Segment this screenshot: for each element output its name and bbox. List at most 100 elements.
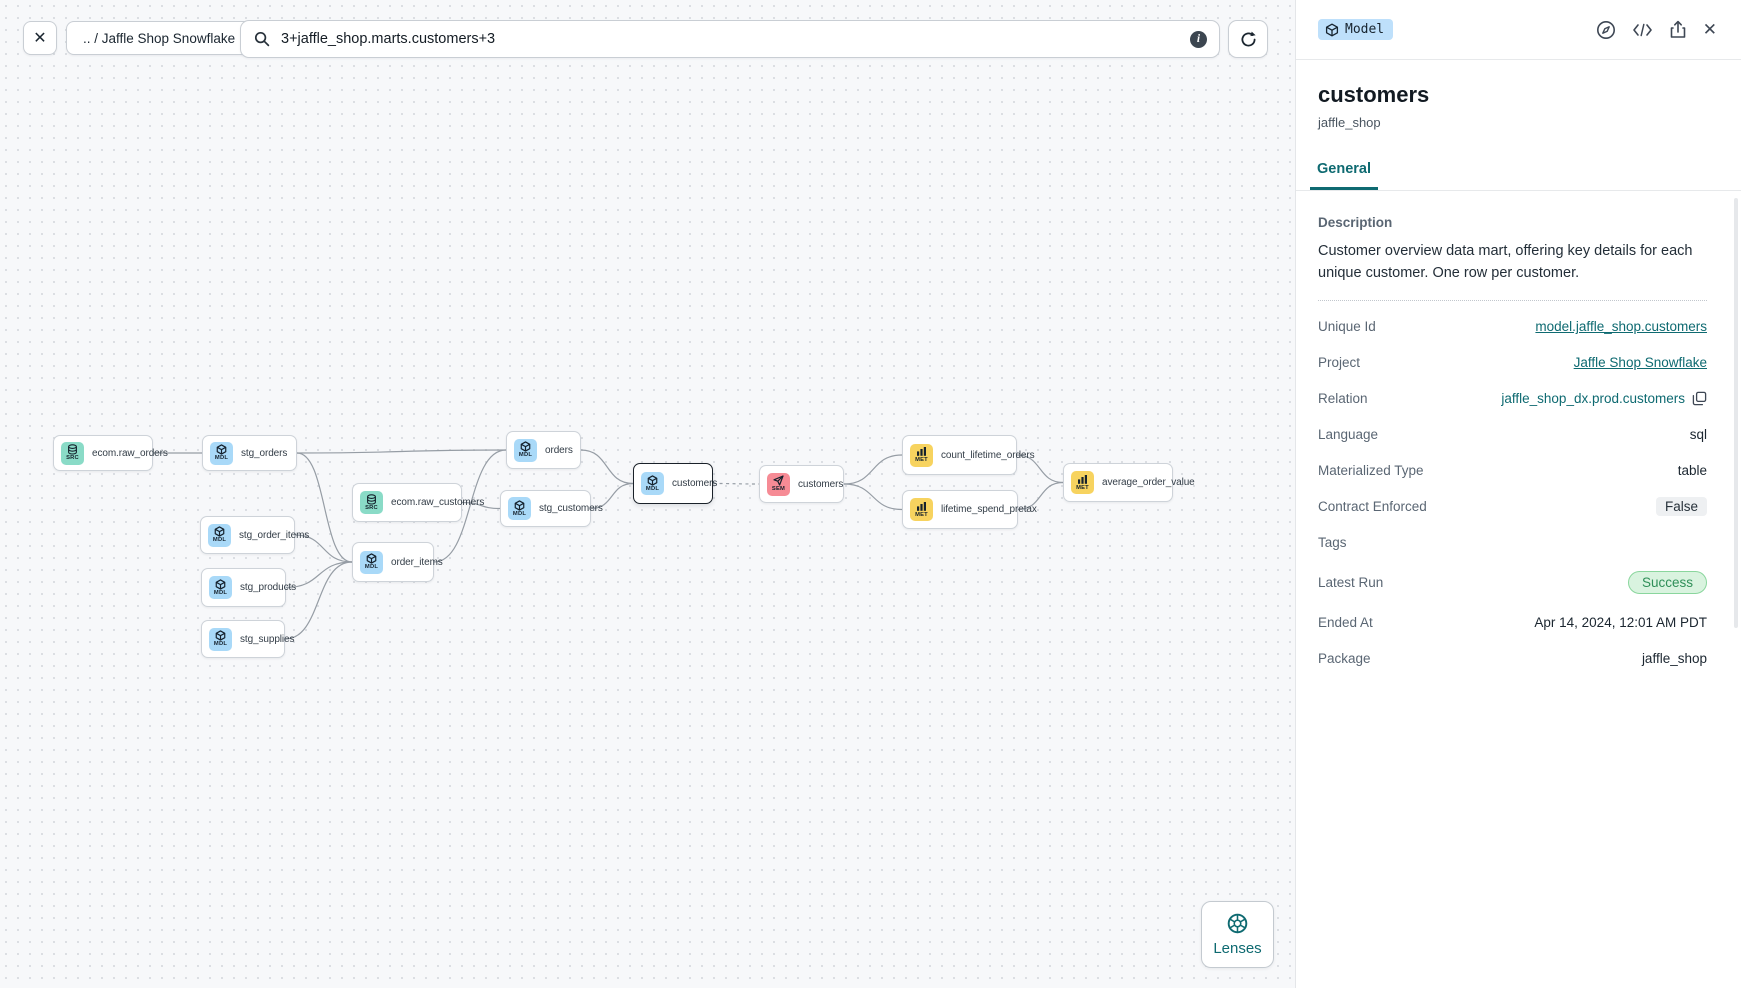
tab-general[interactable]: General [1310, 161, 1378, 190]
mdl-node-icon: MDL [508, 497, 531, 520]
divider [1318, 299, 1707, 301]
field-value: Success [1627, 571, 1707, 595]
field-label: Package [1318, 651, 1371, 667]
field-row-relation: Relation jaffle_shop_dx.prod.customers [1318, 381, 1707, 417]
dag-edge-stg_supplies-order_items [284, 561, 353, 640]
lenses-label: Lenses [1213, 940, 1262, 957]
mdl-node-icon: MDL [208, 523, 231, 547]
field-row-package: Package jaffle_shop [1318, 641, 1707, 677]
src-node-icon: SRC [360, 491, 383, 514]
resource-type-badge: Model [1318, 19, 1394, 40]
dag-node-stg_customers[interactable]: MDL stg_customers [500, 490, 603, 527]
field-row-unique-id: Unique Id model.jaffle_shop.customers [1318, 309, 1707, 345]
search-input[interactable] [279, 30, 1190, 48]
field-value: jaffle_shop [1641, 651, 1707, 667]
field-label: Language [1318, 427, 1379, 443]
field-row-contract-enforced: Contract Enforced False [1318, 489, 1707, 525]
field-row-ended-at: Ended At Apr 14, 2024, 12:01 AM PDT [1318, 605, 1707, 641]
dag-node-sem_customers[interactable]: SEM customers [759, 465, 844, 503]
dag-edge-lifetime_spend_pretax-average_order_value [1017, 481, 1064, 511]
dag-edge-stg_orders-orders [296, 449, 507, 454]
dag-node-raw_customers[interactable]: SRC ecom.raw_customers [352, 483, 484, 522]
dag-node-stg_products[interactable]: MDL stg_products [201, 568, 296, 607]
field-label: Relation [1318, 391, 1368, 407]
field-label: Project [1318, 355, 1361, 371]
dag-node-stg_orders[interactable]: MDL stg_orders [202, 435, 297, 471]
info-icon[interactable]: i [1190, 30, 1207, 48]
dag-edge-sem_customers-count_lifetime_orders [843, 454, 903, 485]
node-label: customers [798, 478, 844, 490]
node-label: lifetime_spend_pretax [941, 504, 1037, 515]
dag-edge-orders-customers [580, 449, 634, 485]
explore-compass-icon[interactable] [1596, 20, 1616, 40]
field-value: jaffle_shop_dx.prod.customers [1501, 391, 1707, 406]
node-label: ecom.raw_orders [92, 447, 168, 459]
field-label: Latest Run [1318, 575, 1384, 591]
close-panel-icon[interactable]: ✕ [1702, 19, 1717, 39]
met-node-icon: MET [910, 443, 933, 467]
node-label: customers [672, 478, 718, 489]
copy-icon[interactable] [1692, 391, 1707, 406]
lineage-search[interactable]: i [240, 20, 1220, 58]
description-text: Customer overview data mart, offering ke… [1318, 243, 1693, 282]
mdl-node-icon: MDL [360, 550, 383, 574]
panel-scrollbar[interactable] [1734, 198, 1738, 628]
dag-edge-stg_products-order_items [285, 561, 353, 589]
panel-title: customers [1318, 82, 1430, 107]
node-label: average_order_value [1102, 477, 1195, 488]
node-label: stg_customers [539, 503, 603, 514]
node-label: order_items [391, 556, 443, 568]
field-link[interactable]: model.jaffle_shop.customers [1535, 319, 1707, 335]
code-icon[interactable] [1632, 22, 1653, 38]
node-label: stg_order_items [239, 529, 310, 541]
mdl-node-icon: MDL [209, 576, 232, 599]
field-link[interactable]: Jaffle Shop Snowflake [1573, 355, 1707, 371]
dag-node-order_items[interactable]: MDL order_items [352, 542, 443, 582]
dag-edge-sem_customers-lifetime_spend_pretax [843, 483, 903, 511]
field-value: Apr 14, 2024, 12:01 AM PDT [1534, 615, 1707, 631]
sem-node-icon: SEM [767, 472, 790, 496]
dag-edge-stg_orders-order_items [296, 452, 353, 563]
met-node-icon: MET [1071, 471, 1094, 494]
close-icon: ✕ [33, 30, 47, 47]
dag-edge-customers-sem_customers [712, 482, 760, 485]
field-row-tags: Tags [1318, 525, 1707, 561]
breadcrumb[interactable]: .. / Jaffle Shop Snowflake [66, 21, 253, 55]
node-label: ecom.raw_customers [391, 497, 485, 508]
panel-header: Model [1296, 0, 1741, 60]
refresh-button[interactable] [1228, 20, 1268, 58]
field-label: Contract Enforced [1318, 499, 1427, 515]
node-label: stg_products [240, 582, 297, 593]
dag-node-stg_order_items[interactable]: MDL stg_order_items [200, 516, 309, 554]
dag-edge-stg_customers-customers [590, 482, 634, 510]
share-icon[interactable] [1669, 20, 1687, 39]
lenses-button[interactable]: Lenses [1201, 901, 1274, 968]
dag-node-raw_orders[interactable]: SRC ecom.raw_orders [53, 435, 168, 471]
dag-edge-order_items-orders [433, 449, 507, 563]
panel-subtitle: jaffle_shop [1318, 115, 1381, 130]
field-label: Ended At [1318, 615, 1373, 631]
dag-node-average_order_value[interactable]: MET average_order_value [1063, 463, 1195, 502]
field-label: Unique Id [1318, 319, 1376, 335]
cube-icon [1325, 23, 1339, 36]
dag-edge-count_lifetime_orders-average_order_value [1016, 454, 1064, 484]
contract-badge: False [1655, 497, 1707, 517]
panel-tabs: General [1296, 160, 1741, 191]
dag-edge-stg_order_items-order_items [294, 534, 353, 563]
mdl-node-icon: MDL [210, 441, 233, 465]
close-graph-button[interactable]: ✕ [23, 21, 57, 55]
field-label: Materialized Type [1318, 463, 1424, 479]
src-node-icon: SRC [61, 441, 84, 465]
breadcrumb-label: .. / Jaffle Shop Snowflake [83, 30, 236, 46]
node-label: stg_orders [241, 447, 288, 459]
dag-edges [153, 449, 1064, 640]
